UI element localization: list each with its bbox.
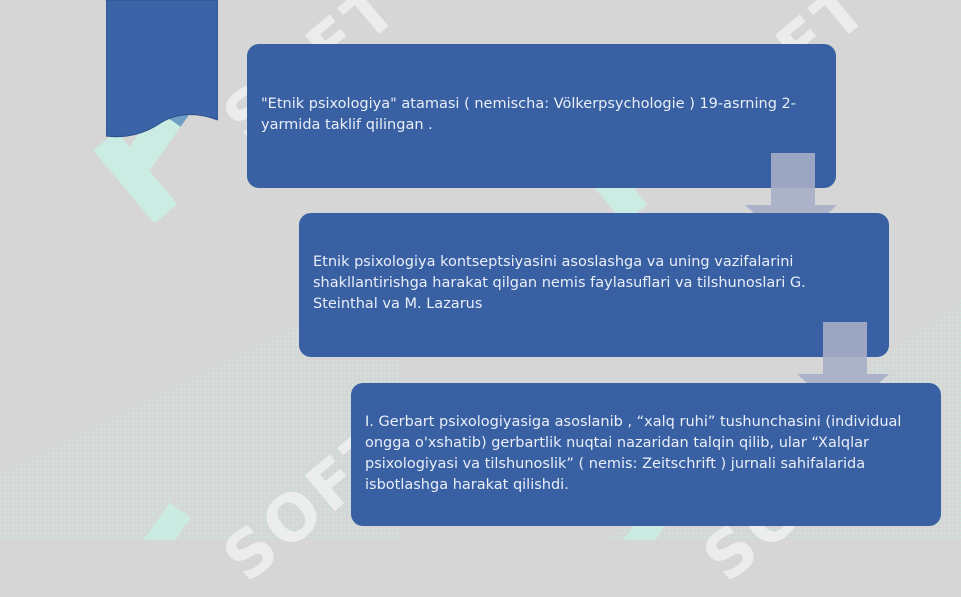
step-text-2: Etnik psixologiya kontseptsiyasini asosl… (313, 254, 806, 312)
step-box-2: Etnik psixologiya kontseptsiyasini asosl… (299, 213, 889, 357)
step-box-3: I. Gerbart psixologiyasiga asoslanib , “… (351, 383, 941, 526)
step-text-1: "Etnik psixologiya" atamasi ( nemischa: … (261, 96, 796, 133)
step-text-3: I. Gerbart psixologiyasiga asoslanib , “… (365, 414, 902, 493)
bookmark-ribbon (106, 0, 218, 138)
step-box-1: "Etnik psixologiya" atamasi ( nemischa: … (247, 44, 836, 188)
